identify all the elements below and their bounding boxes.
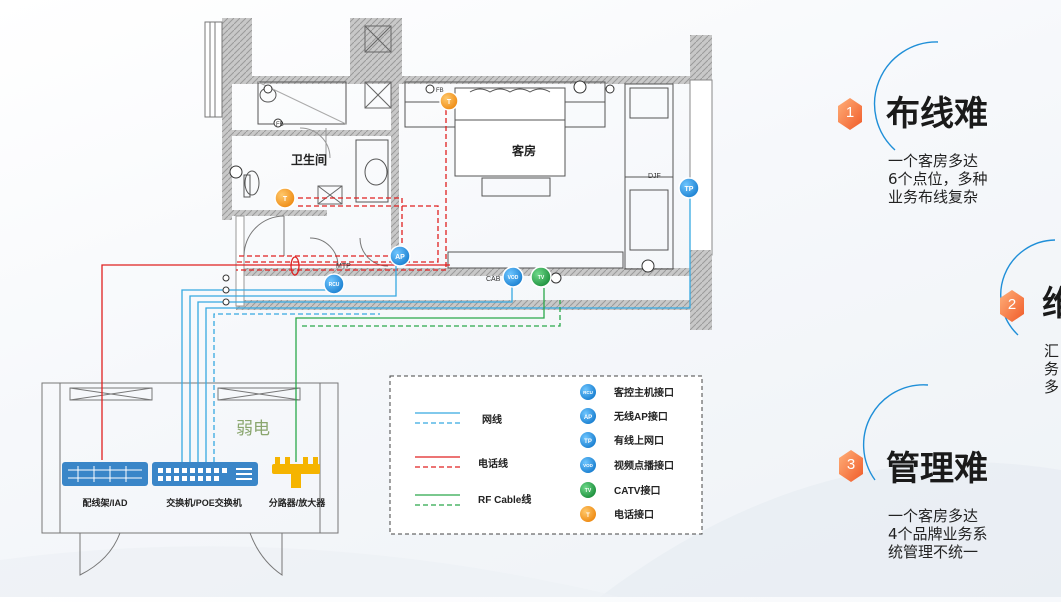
window — [204, 21, 223, 118]
legend-t-dot — [580, 506, 596, 522]
legend-phone-label: 电话线 — [478, 457, 508, 470]
splitter-icon — [272, 457, 320, 488]
rcu-port-marker — [323, 273, 345, 295]
cab-tag: CAB — [486, 276, 501, 283]
legend-tv-code: TV — [585, 488, 592, 494]
weak-current-label: 弱电 — [236, 419, 270, 438]
legend-tp-code: TP — [584, 439, 592, 445]
issue-2-arc — [1000, 239, 1056, 336]
phone-cables — [101, 102, 450, 460]
rf-cables — [295, 288, 561, 462]
legend-tv-label: CATV接口 — [614, 484, 660, 497]
legend-ap-label: 无线AP接口 — [613, 410, 668, 423]
legend: 网线 电话线 RF Cable线 RCU 客控主机接口 AP 无线AP接口 TP… — [389, 375, 703, 535]
legend-vod-dot — [580, 457, 596, 473]
issue-1-desc: 一个客房多达 6个点位，多种 业务布线复杂 — [888, 152, 988, 206]
legend-tp-label: 有线上网口 — [614, 434, 664, 447]
issue-2-title: 维 — [1042, 284, 1061, 324]
legend-net-label: 网线 — [482, 413, 502, 426]
ap-port-text: AP — [395, 254, 405, 261]
issue-1-arc — [873, 41, 939, 151]
issue-2-desc-line: 务 — [1044, 360, 1060, 378]
tv-port-text: TV — [538, 275, 545, 281]
fb-tag-1: FB — [436, 88, 444, 94]
legend-rcu-code: RCU — [583, 390, 593, 395]
issue-2-desc: 汇 务 多 — [1044, 342, 1059, 396]
issue-2-number: 2 — [1007, 296, 1017, 313]
legend-rcu-dot — [580, 384, 596, 400]
issue-3-number: 3 — [846, 456, 856, 473]
weak-current-room — [41, 382, 339, 576]
issue-1-desc-line: 一个客房多达 — [888, 152, 979, 170]
shaft-boxes — [317, 25, 392, 205]
phone-port-marker-2 — [274, 187, 296, 209]
issue-badges — [838, 98, 1024, 482]
issue-3-desc-line: 4个品牌业务系 — [888, 525, 988, 543]
tp-port-text: TP — [685, 186, 694, 193]
port-badges: T T AP TP RCU VOD TV — [274, 91, 700, 295]
phone-port-text-1: T — [447, 99, 452, 106]
phone-port-marker-1 — [439, 91, 459, 111]
bathroom-fixtures — [243, 81, 389, 203]
phone-port-text-2: T — [283, 196, 288, 203]
issue-3-arc — [862, 384, 929, 481]
tv-port-marker — [530, 266, 552, 288]
issue-arcs — [862, 41, 1056, 481]
legend-t-code: T — [586, 513, 590, 519]
splitter-label: 分路器/放大器 — [269, 497, 327, 508]
issue-2-desc-line: 汇 — [1044, 342, 1060, 360]
issue-3-title: 管理难 — [886, 449, 988, 489]
vod-port-text: VOD — [508, 275, 519, 281]
vod-port-marker — [502, 266, 524, 288]
issue-3-desc-line: 一个客房多达 — [888, 507, 979, 525]
ap-port-marker — [389, 245, 411, 267]
issue-3-desc-line: 统管理不统一 — [888, 543, 979, 561]
legend-ap-dot — [580, 408, 596, 424]
doors — [243, 215, 389, 267]
legend-rcu-label: 客控主机接口 — [613, 386, 674, 399]
rcu-port-text: RCU — [329, 282, 340, 288]
legend-t-label: 电话接口 — [614, 508, 654, 521]
issue-1-badge — [838, 98, 862, 130]
bathroom-label: 卫生间 — [291, 152, 327, 167]
bed — [404, 81, 674, 270]
legend-tv-dot — [580, 482, 596, 498]
tp-port-marker — [678, 177, 700, 199]
issue-2-badge — [1000, 290, 1024, 322]
legend-tp-dot — [580, 432, 596, 448]
djf-tag: DJF — [648, 173, 661, 180]
issue-1-desc-line: 6个点位，多种 — [888, 170, 988, 188]
outlet-symbols — [222, 80, 655, 306]
legend-vod-label: 视频点播接口 — [614, 459, 674, 472]
legend-vod-code: VOD — [583, 463, 594, 468]
patch-panel-icon — [62, 462, 148, 486]
legend-ap-code: AP — [584, 415, 592, 421]
patch-panel-label: 配线架/IAD — [82, 497, 128, 508]
legend-rf-label: RF Cable线 — [478, 493, 531, 506]
switch-icon — [152, 462, 258, 486]
guestroom-label: 客房 — [511, 143, 536, 158]
issue-1-desc-line: 业务布线复杂 — [888, 188, 979, 206]
issue-1-number: 1 — [845, 104, 855, 121]
mtp-tag: MTP — [336, 263, 351, 270]
switch-label: 交换机/POE交换机 — [166, 497, 242, 508]
issue-1-title: 布线难 — [886, 94, 988, 134]
fb-tag-2: FB — [276, 122, 284, 128]
issue-3-desc: 一个客房多达 4个品牌业务系 统管理不统一 — [888, 507, 988, 561]
legend-box — [389, 375, 703, 535]
building-walls — [222, 18, 713, 330]
issue-2-desc-line: 多 — [1044, 378, 1060, 396]
issue-3-badge — [839, 450, 863, 482]
